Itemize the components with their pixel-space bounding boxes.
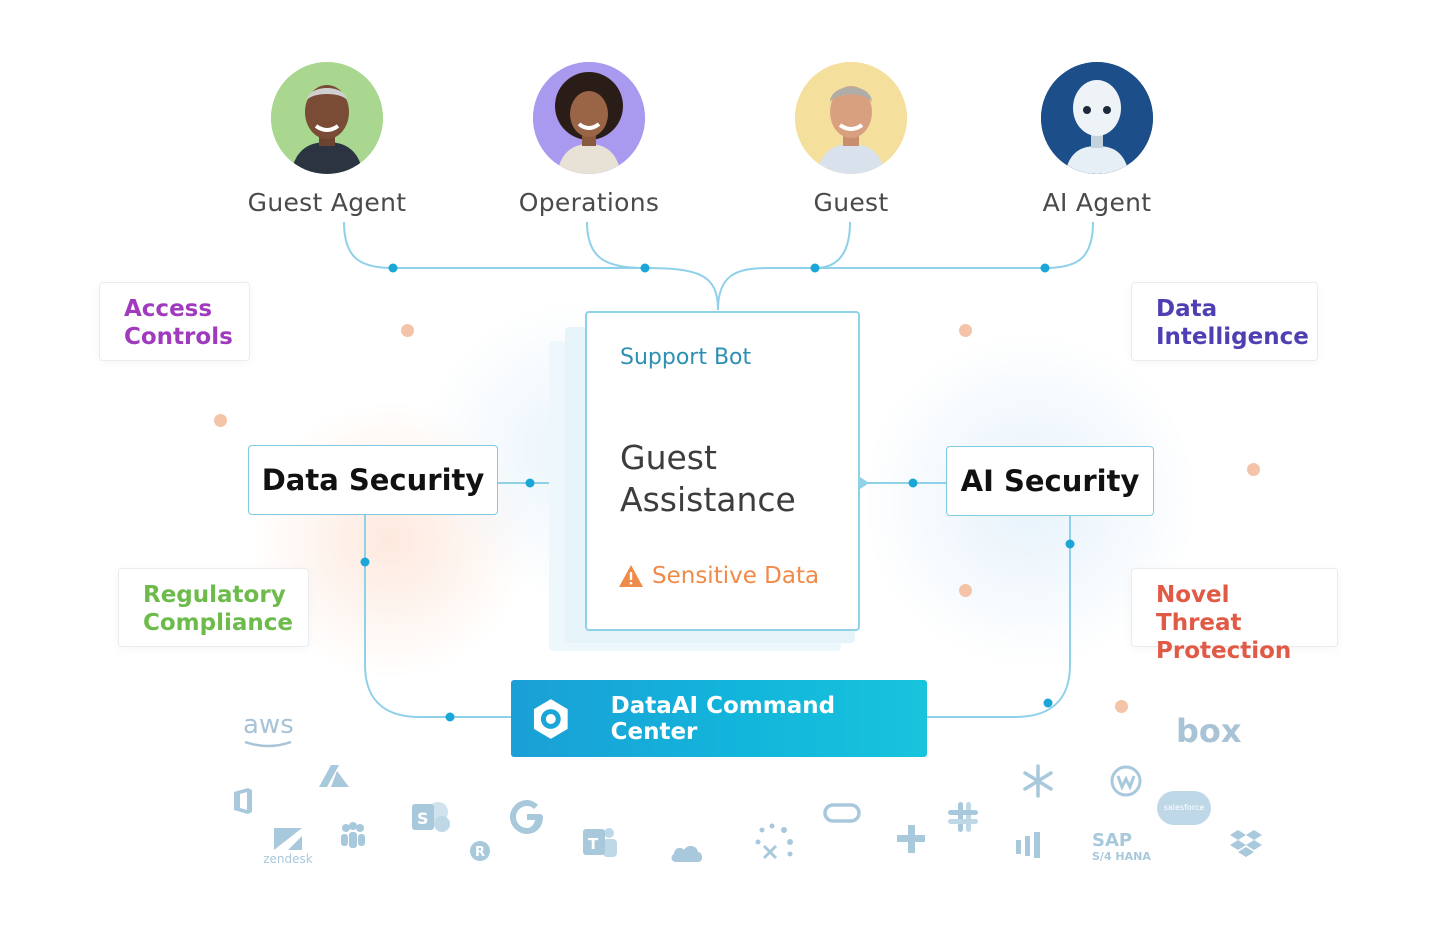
tag-line: Protection (1156, 638, 1292, 664)
tag-line: Access (124, 296, 213, 322)
tag-line: Data (1156, 296, 1218, 322)
card-subtitle: Support Bot (620, 345, 752, 370)
svg-text:T: T (588, 835, 599, 853)
tag-line: Novel Threat (1156, 582, 1242, 636)
aws-label: aws (243, 710, 294, 740)
warning-icon (619, 565, 643, 587)
salesforce-logo-icon: salesforce (1157, 791, 1211, 825)
tag-line: Intelligence (1156, 324, 1309, 350)
sap-sub-label: S/4 HANA (1092, 850, 1151, 863)
registered-logo-icon: R (470, 841, 490, 861)
person-avatar-icon (533, 62, 645, 174)
persona-label-guest-agent: Guest Agent (247, 188, 407, 217)
teams-people-logo-icon (341, 822, 365, 848)
data-security-box: Data Security (248, 445, 498, 515)
avatar-guest-agent (271, 62, 383, 174)
sharepoint-logo-icon: S (412, 802, 450, 832)
zendesk-logo-icon: zendesk (258, 826, 318, 866)
support-bot-card: Support Bot Guest Assistance Sensitive D… (585, 311, 860, 631)
decor-dot (1247, 463, 1260, 476)
person-avatar-icon (271, 62, 383, 174)
svg-text:R: R (475, 845, 485, 860)
bars-logo-icon (1016, 832, 1040, 858)
dropbox-logo-icon (1230, 830, 1262, 857)
decor-dot (959, 324, 972, 337)
oracle-logo-icon (823, 803, 861, 823)
tag-line: Controls (124, 324, 233, 350)
command-center-label: DataAI Command Center (610, 692, 836, 745)
snowflake-logo-icon (1023, 764, 1053, 798)
onedrive-cloud-logo-icon (671, 846, 703, 862)
tag-novel-threat-protection: Novel Threat Protection (1131, 568, 1338, 664)
decor-dot (959, 584, 972, 597)
decor-dot (214, 414, 227, 427)
card-title-line: Assistance (620, 480, 796, 519)
tag-regulatory-compliance: Regulatory Compliance (118, 568, 309, 647)
decor-dot (401, 324, 414, 337)
svg-text:S: S (417, 809, 429, 828)
command-center-bar[interactable]: DataAI Command Center (511, 680, 927, 757)
tag-line: Compliance (143, 610, 294, 636)
aws-logo-icon: aws (243, 710, 294, 748)
sap-logo-icon: SAP S/4 HANA (1092, 832, 1151, 864)
tag-line: Regulatory (143, 582, 286, 608)
person-avatar-icon (795, 62, 907, 174)
teams-logo-icon: T (583, 828, 617, 857)
persona-label-ai-agent: AI Agent (1042, 188, 1152, 217)
sensitive-data-warning: Sensitive Data (618, 563, 819, 589)
tag-access-controls: Access Controls (99, 282, 250, 361)
sap-label: SAP (1092, 830, 1133, 851)
decor-dot (1115, 700, 1128, 713)
command-center-logo-icon (533, 698, 568, 739)
slack-logo-icon (948, 802, 978, 832)
tag-data-intelligence: Data Intelligence (1131, 282, 1318, 361)
card-title: Guest Assistance (620, 437, 796, 521)
azure-logo-icon (319, 765, 349, 787)
avatar-guest (795, 62, 907, 174)
plus-logo-icon (897, 825, 925, 853)
workato-logo-icon (1110, 765, 1142, 797)
robot-avatar-icon (1041, 62, 1153, 174)
persona-label-operations: Operations (518, 188, 660, 217)
box-logo-icon: box (1176, 712, 1242, 750)
card-title-line: Guest (620, 438, 717, 477)
avatar-ai-agent (1041, 62, 1153, 174)
avatar-operations (533, 62, 645, 174)
ai-security-box: AI Security (946, 446, 1154, 516)
persona-label-guest: Guest (813, 188, 889, 217)
scatter-x-logo-icon (755, 823, 793, 860)
office-logo-icon (234, 788, 252, 814)
warning-label: Sensitive Data (652, 563, 820, 589)
salesforce-label: salesforce (1163, 803, 1205, 812)
google-logo-icon (510, 800, 543, 834)
zendesk-label: zendesk (263, 852, 313, 866)
